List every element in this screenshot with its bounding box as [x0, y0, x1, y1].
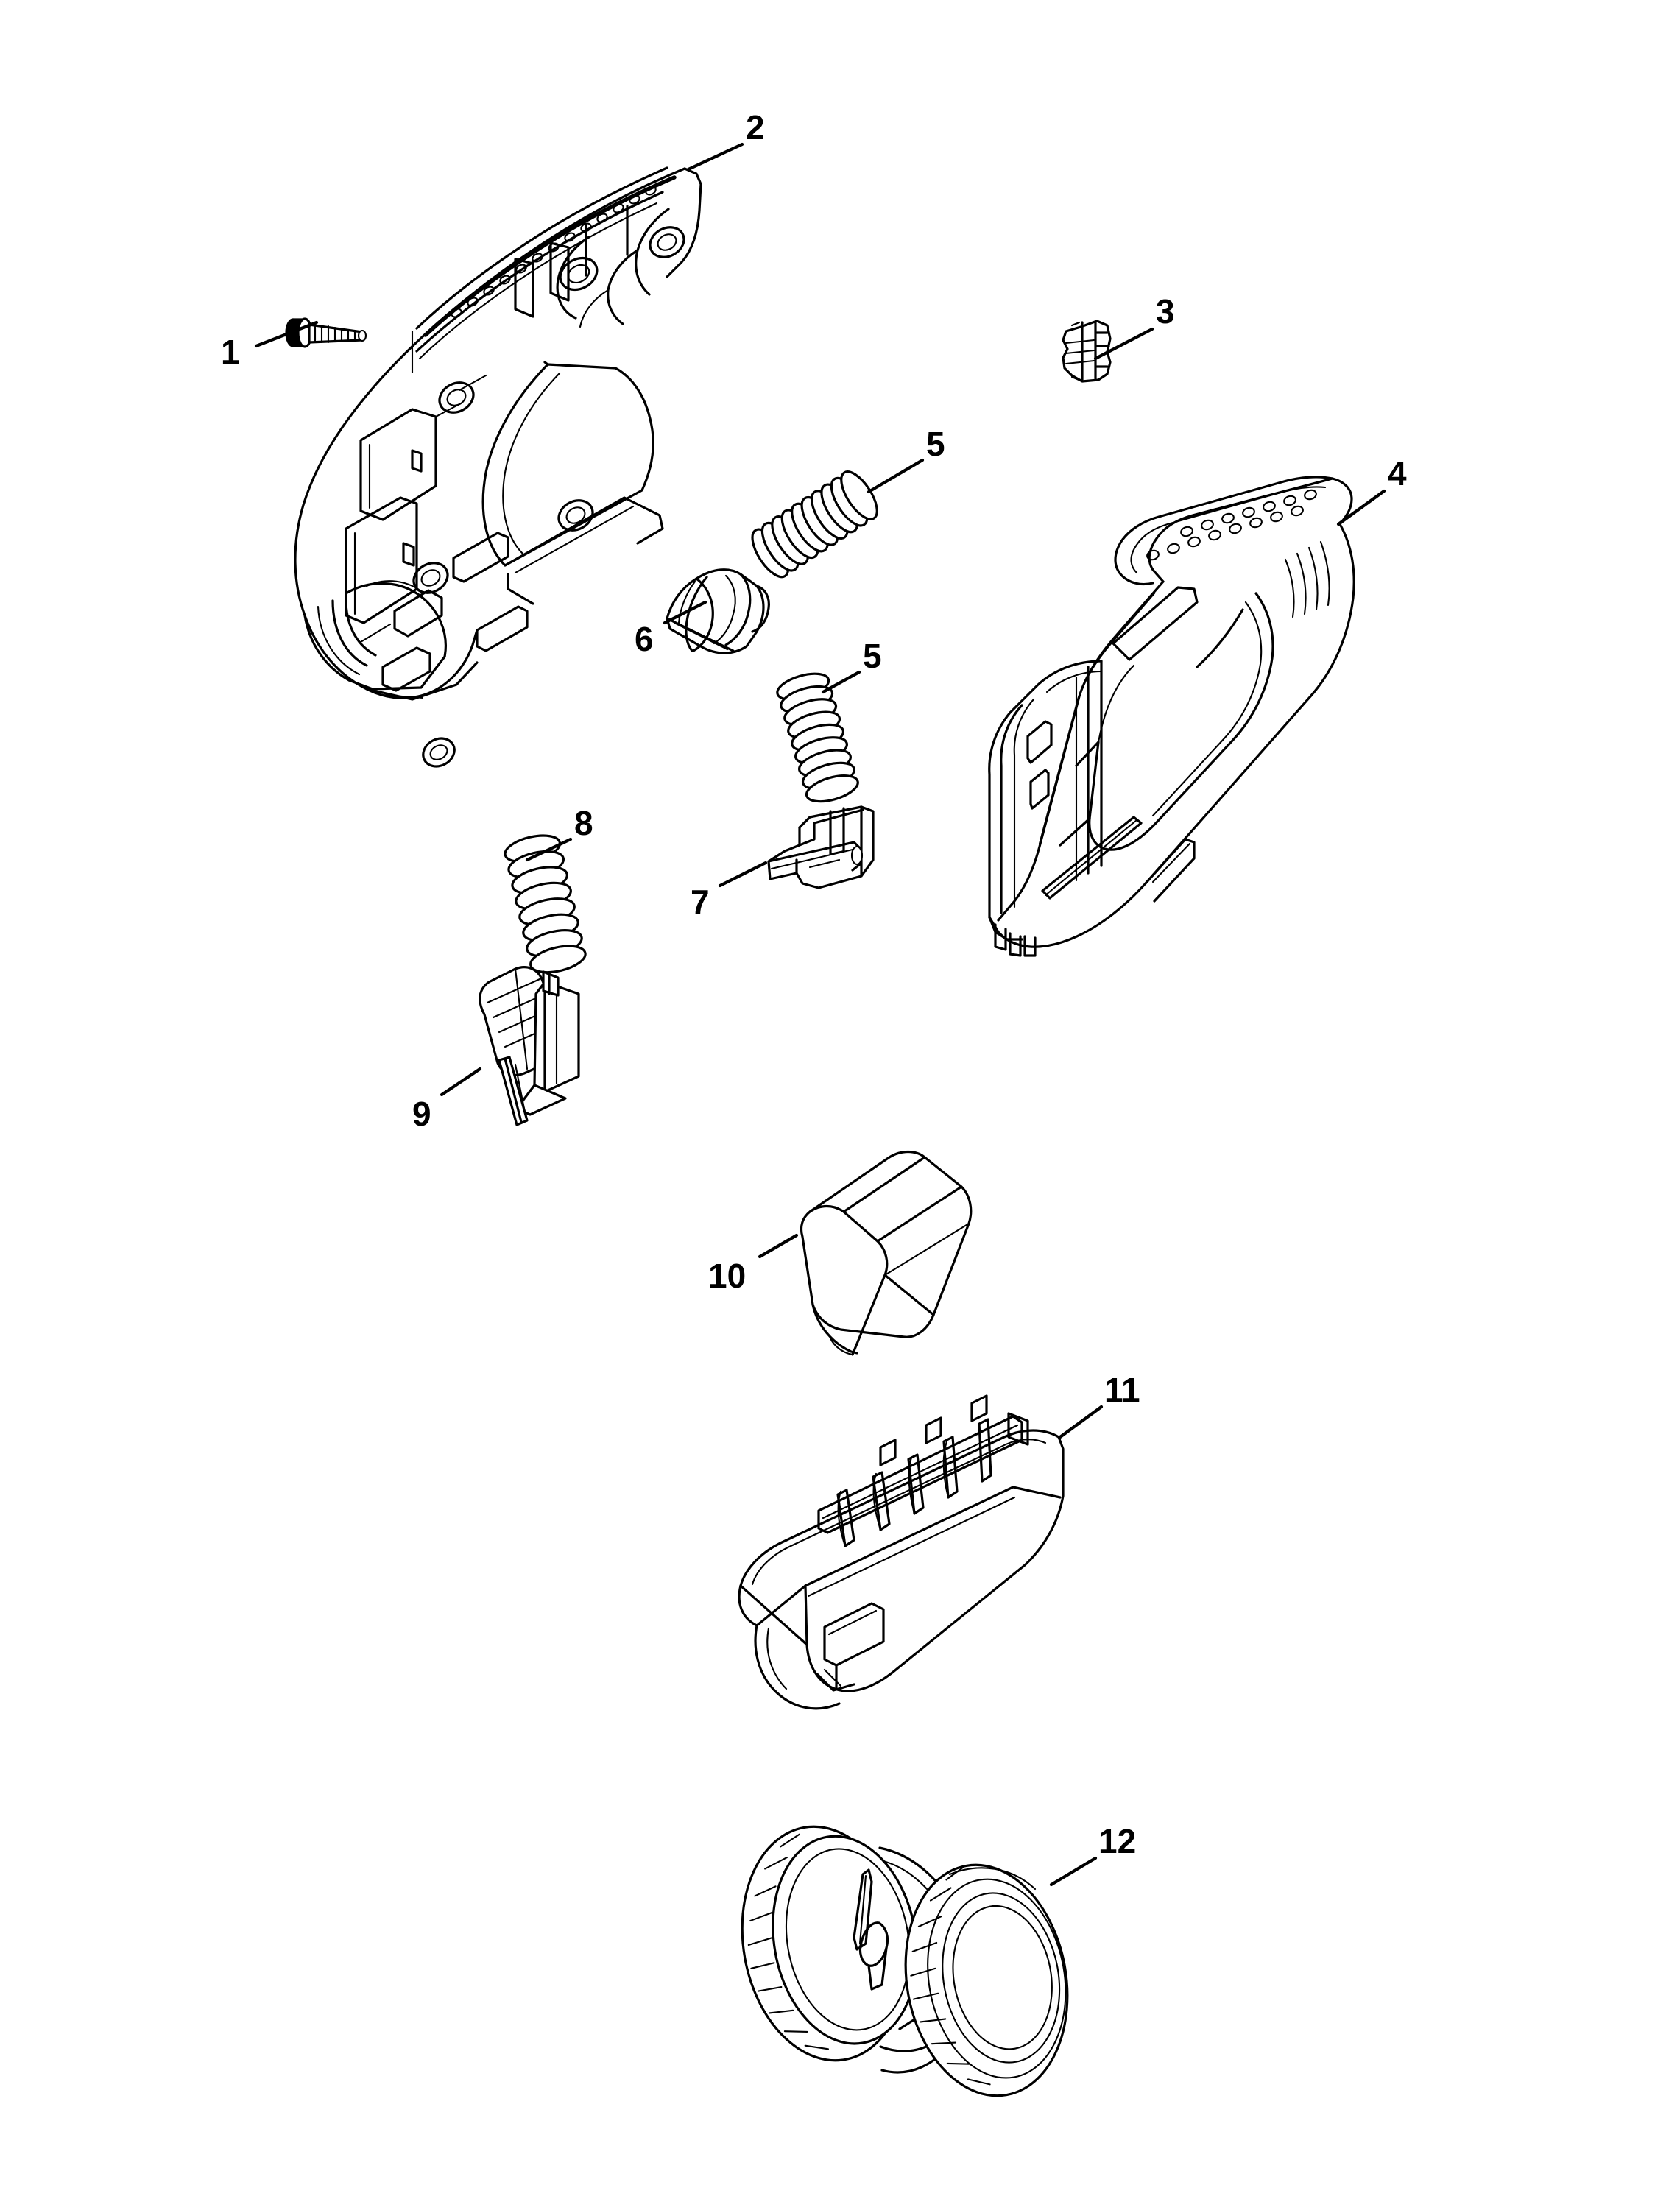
part-9-on-off-switch: [479, 966, 580, 1126]
callout-number-4: 4: [1388, 454, 1407, 493]
leader-line-7: [718, 861, 768, 888]
callout-number-6: 6: [635, 620, 654, 658]
callout-number-1: 1: [221, 333, 240, 371]
leader-line-1: [254, 320, 319, 348]
part-7-trigger-switch-lever: [767, 805, 875, 889]
leader-line-11: [1058, 1405, 1104, 1439]
part-6-trigger-lock-button: [666, 568, 770, 654]
part-4-right-housing: [988, 476, 1355, 957]
part-1-screw: [285, 317, 367, 348]
callout-number-5a: 5: [926, 425, 945, 463]
part-2-left-housing: [294, 166, 702, 768]
callout-number-3: 3: [1156, 292, 1175, 331]
leader-line-9: [440, 1067, 482, 1097]
callout-number-10: 10: [708, 1257, 747, 1295]
part-5-compression-spring-upper: [751, 470, 878, 579]
leader-line-3: [1093, 327, 1154, 361]
leader-line-2: [686, 142, 744, 172]
leader-line-10: [758, 1233, 799, 1259]
callout-number-12: 12: [1098, 1822, 1137, 1860]
part-10-battery-pack: [800, 1150, 973, 1356]
part-5-compression-spring-middle: [776, 672, 859, 803]
callout-number-11: 11: [1104, 1371, 1140, 1409]
callout-number-9: 9: [412, 1095, 431, 1133]
leader-line-6: [663, 600, 707, 625]
callout-leader-lines: [254, 142, 1386, 1887]
part-3-switch-actuator-clip: [1062, 320, 1112, 383]
part-11-blade-cover: [738, 1394, 1065, 1710]
callout-number-5b: 5: [863, 637, 882, 675]
leader-line-5a: [867, 458, 925, 494]
leader-line-5b: [821, 670, 861, 694]
leader-line-12: [1049, 1856, 1098, 1887]
callout-number-8: 8: [574, 804, 593, 842]
callout-number-2: 2: [746, 108, 765, 147]
callout-number-7: 7: [691, 883, 710, 921]
part-8-compression-spring: [504, 834, 587, 974]
leader-line-4: [1336, 489, 1386, 526]
leader-line-8: [525, 837, 573, 862]
part-12-drive-cam-wheel-set: [741, 1825, 1069, 2097]
